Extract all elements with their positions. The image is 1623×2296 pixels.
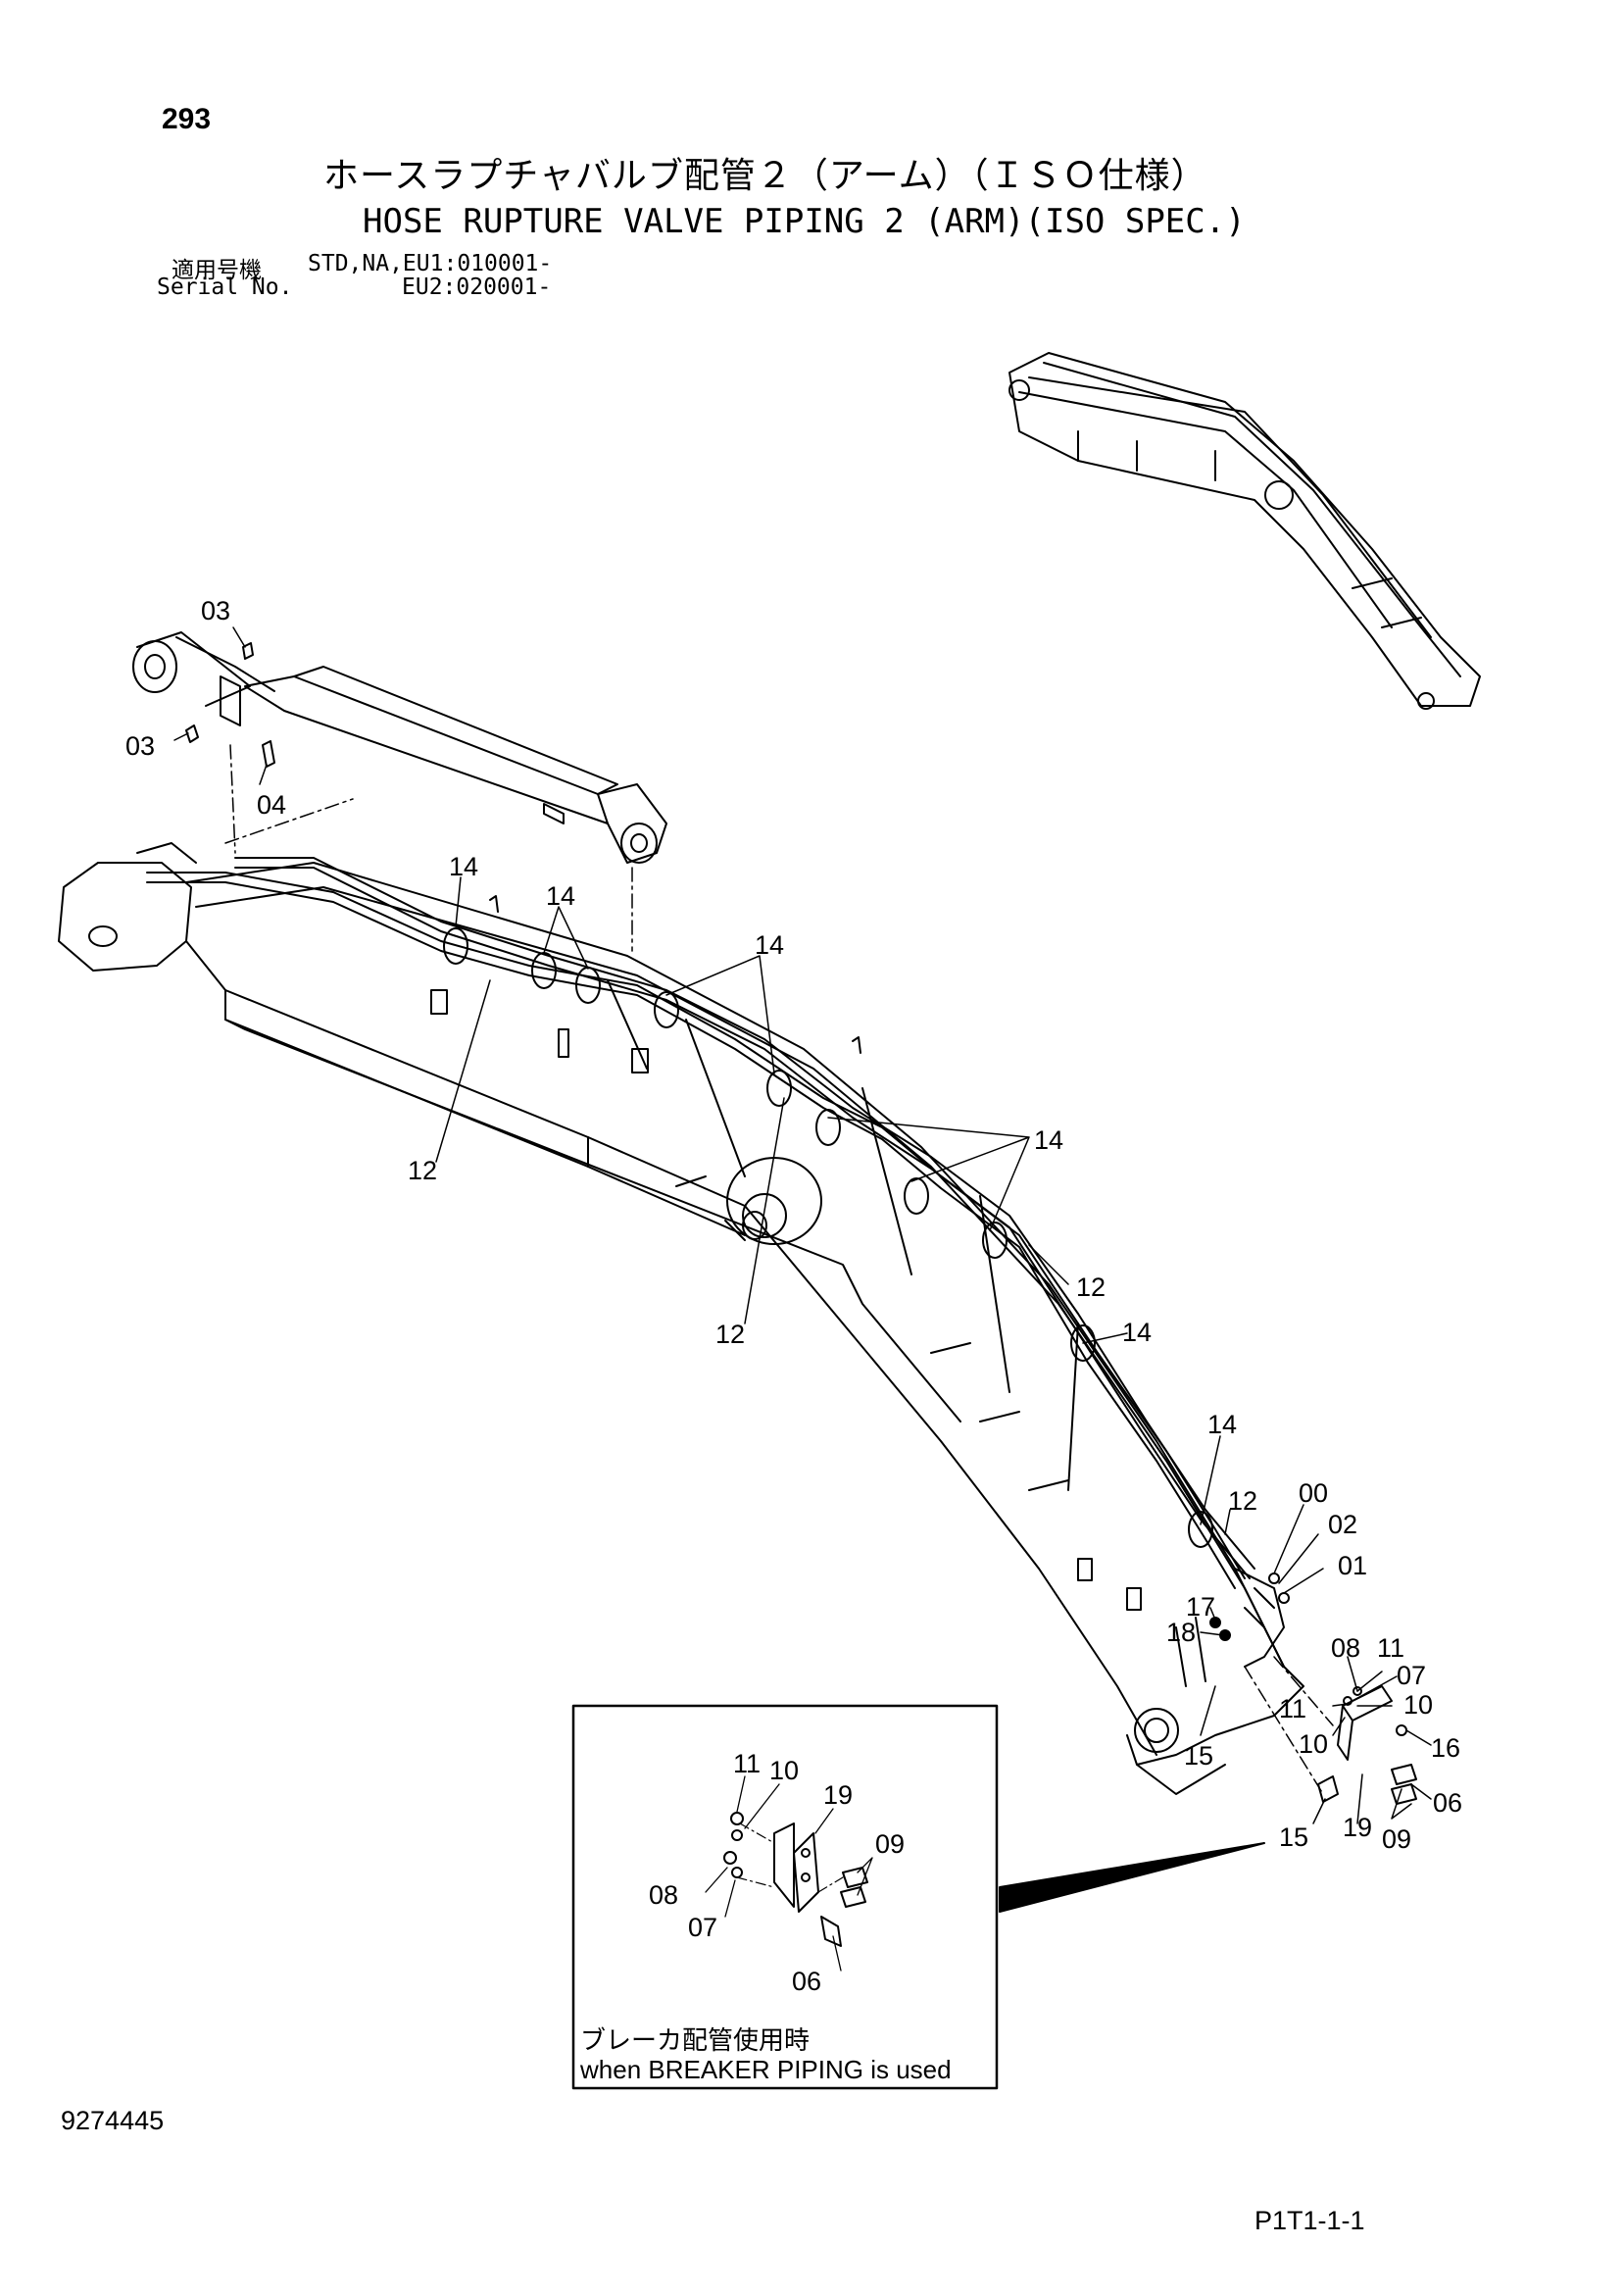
- alignment-lines: [224, 744, 1334, 1795]
- callout-00: 00: [1299, 1478, 1328, 1508]
- serial-range-1: STD,NA,EU1:010001-: [308, 251, 553, 276]
- inset-callout-09: 09: [875, 1829, 905, 1859]
- callout-03: 03: [201, 596, 230, 625]
- callout-11: 11: [1377, 1633, 1404, 1663]
- inset-callout-06: 06: [792, 1967, 821, 1996]
- arm-cylinder: [132, 631, 667, 864]
- callout-17: 17: [1186, 1592, 1215, 1622]
- callout-12: 12: [1228, 1486, 1257, 1516]
- callout-02: 02: [1328, 1510, 1357, 1539]
- callout-14: 14: [1034, 1125, 1063, 1155]
- page-number: 293: [162, 103, 212, 135]
- callout-12: 12: [715, 1320, 745, 1349]
- page-reference: P1T1-1-1: [1254, 2206, 1365, 2235]
- callout-08: 08: [1331, 1633, 1360, 1663]
- inset-callout-07: 07: [688, 1913, 717, 1942]
- inset-callout-19: 19: [823, 1780, 853, 1810]
- inset-caption-japanese: ブレーカ配管使用時: [580, 2026, 810, 2056]
- inset-bracket-detail: [705, 1775, 873, 1972]
- inset-frame: [571, 1704, 999, 2090]
- callout-14: 14: [546, 881, 575, 911]
- callout-18: 18: [1166, 1618, 1196, 1647]
- callout-14: 14: [449, 852, 478, 881]
- callout-01: 01: [1338, 1551, 1367, 1580]
- callout-12: 12: [1076, 1273, 1106, 1302]
- inset-callout-08: 08: [649, 1880, 678, 1910]
- exploded-breaker-bracket: [1317, 1685, 1417, 1805]
- serial-number-label: Serial No.: [157, 275, 293, 300]
- callout-04: 04: [257, 790, 286, 820]
- arm-body: [58, 842, 1304, 1795]
- callout-14: 14: [1207, 1410, 1237, 1439]
- callout-09: 09: [1382, 1824, 1411, 1854]
- callout-07: 07: [1397, 1661, 1426, 1690]
- applicable-serial-label: 適用号機: [172, 258, 262, 283]
- callout-labels: 03 03 04 14 14 14 14 14 14 12 12 12 12 0…: [125, 596, 1462, 2084]
- fasteners: [185, 642, 1231, 1641]
- overview-arm-thumbnail: [1008, 352, 1481, 710]
- inset-pointer: [999, 1842, 1265, 1913]
- callout-03: 03: [125, 731, 155, 761]
- inset-caption-english: when BREAKER PIPING is used: [579, 2055, 952, 2084]
- callout-14: 14: [755, 930, 784, 960]
- callout-14: 14: [1122, 1318, 1152, 1347]
- inset-callout-10: 10: [769, 1756, 799, 1785]
- serial-range-2: EU2:020001-: [402, 275, 552, 300]
- callout-10: 10: [1299, 1729, 1328, 1759]
- callout-19: 19: [1343, 1813, 1372, 1842]
- callout-06: 06: [1433, 1788, 1462, 1818]
- inset-callout-11: 11: [733, 1749, 761, 1778]
- callout-11: 11: [1279, 1694, 1306, 1723]
- title-english: HOSE RUPTURE VALVE PIPING 2 (ARM)(ISO SP…: [363, 202, 1246, 241]
- title-japanese: ホースラプチャバルブ配管２（アーム）（ＩＳＯ仕様）: [323, 156, 1207, 196]
- document-number: 9274445: [61, 2106, 165, 2135]
- callout-15: 15: [1184, 1741, 1213, 1771]
- callout-16: 16: [1431, 1733, 1460, 1763]
- hose-piping: [146, 857, 1290, 1687]
- callout-10: 10: [1403, 1690, 1433, 1720]
- callout-15: 15: [1279, 1822, 1308, 1852]
- callout-12: 12: [408, 1156, 437, 1185]
- leader-lines: [173, 626, 1432, 1824]
